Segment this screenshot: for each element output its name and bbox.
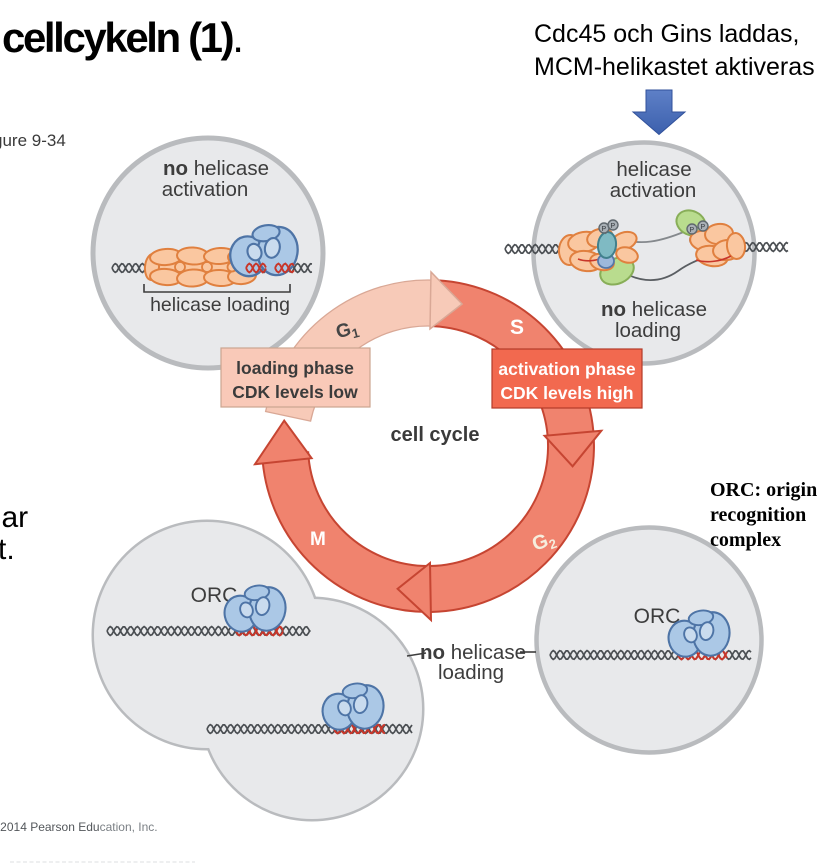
svg-text:© 2014 Pearson Education, Inc.: © 2014 Pearson Education, Inc. [0,820,158,834]
svg-text:ORC: origin: ORC: origin [710,479,817,501]
svg-text:activation phase: activation phase [498,359,635,379]
svg-text:CDK levels low: CDK levels low [232,382,358,402]
svg-text:P: P [611,223,616,230]
svg-text:cellcykeln (1).: cellcykeln (1). [2,14,242,61]
svg-text:Cdc45 och Gins laddas,: Cdc45 och Gins laddas, [534,20,799,48]
svg-text:helicase loading: helicase loading [150,294,290,316]
svg-text:loading: loading [615,319,681,342]
svg-text:ar: ar [2,501,29,534]
svg-text:activation: activation [610,179,697,202]
svg-text:loading: loading [438,661,504,684]
svg-text:gure 9-34: gure 9-34 [0,131,66,150]
svg-text:cell cycle: cell cycle [391,424,480,446]
svg-text:t.: t. [0,533,15,566]
svg-text:P: P [690,227,695,234]
svg-text:recognition: recognition [710,504,806,526]
svg-text:no helicase: no helicase [163,157,269,180]
svg-text:complex: complex [710,529,781,551]
svg-text:P: P [701,224,706,231]
svg-text:loading phase: loading phase [236,358,354,378]
svg-text:activation: activation [162,178,249,201]
svg-text:P: P [602,226,607,233]
svg-text:ORC: ORC [191,584,238,607]
svg-text:helicase: helicase [616,158,691,181]
svg-text:no helicase: no helicase [420,641,526,664]
svg-text:M: M [310,529,326,550]
svg-text:S: S [510,316,524,339]
svg-text:MCM-helikastet aktiveras: MCM-helikastet aktiveras [534,53,815,81]
svg-text:ORC: ORC [634,605,681,628]
svg-text:no helicase: no helicase [601,298,707,321]
svg-text:CDK levels high: CDK levels high [500,383,633,403]
